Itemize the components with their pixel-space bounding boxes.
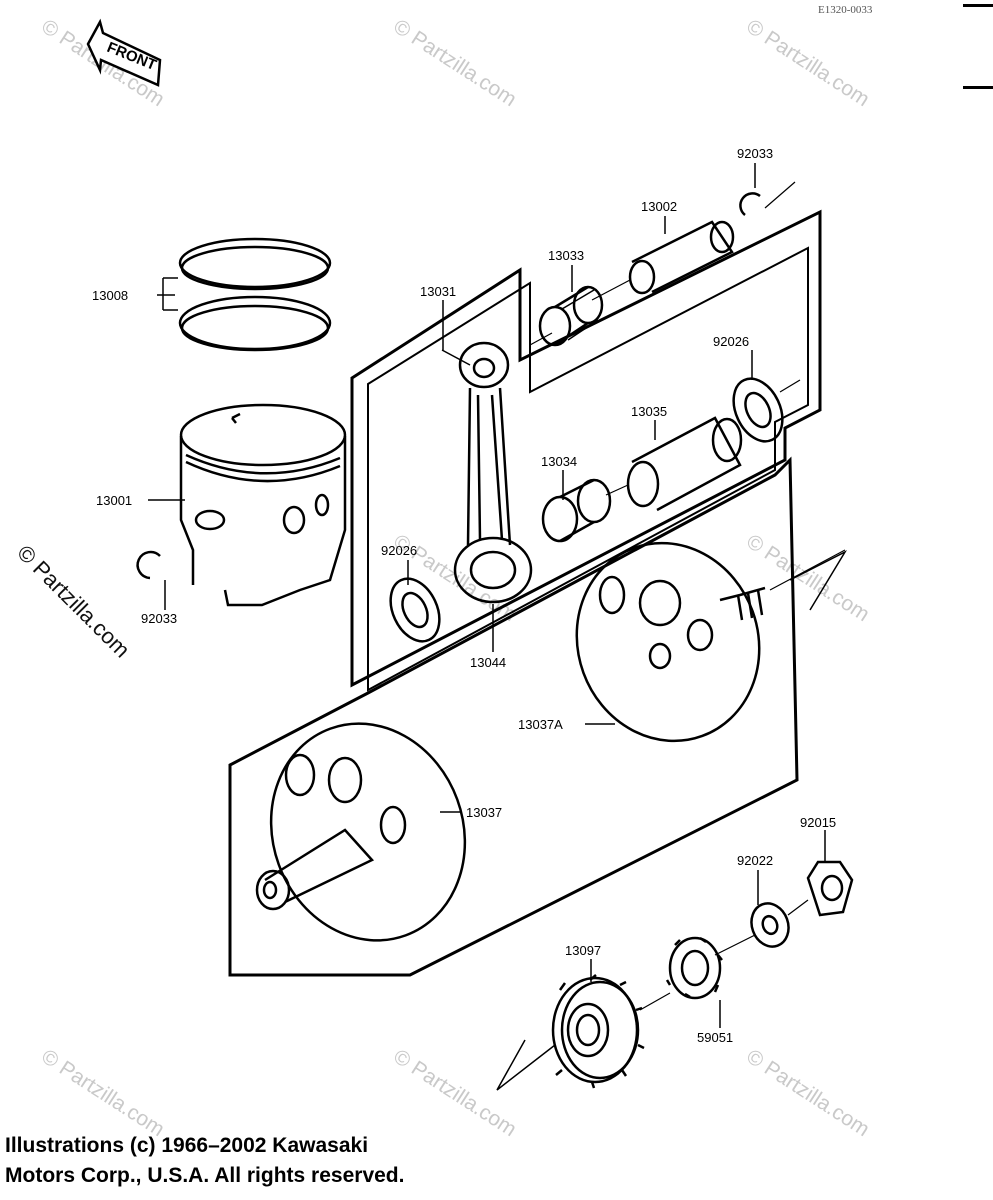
copyright-notice: Illustrations (c) 1966–2002 Kawasaki Mot…	[5, 1131, 404, 1191]
watermark: © Partzilla.com	[389, 1045, 520, 1141]
nut-icon	[806, 860, 854, 917]
copyright-line-2: Motors Corp., U.S.A. All rights reserved…	[5, 1164, 405, 1187]
part-label: 13033	[548, 248, 584, 263]
part-label: 13035	[631, 404, 667, 419]
part-label: 13031	[420, 284, 456, 299]
piston-rings-icon	[178, 237, 332, 352]
axis-arrow	[496, 1039, 556, 1091]
conrod-group-inner-outline	[367, 246, 809, 692]
part-label: 92015	[800, 815, 836, 830]
axis-line	[787, 899, 809, 916]
part-label: 92033	[737, 146, 773, 161]
watermark: © Partzilla.com	[389, 15, 520, 111]
axis-line	[764, 181, 796, 209]
part-label: 13034	[541, 454, 577, 469]
flywheel-right-icon	[575, 541, 766, 743]
part-label: 13002	[641, 199, 677, 214]
axis-arrow	[789, 550, 847, 611]
conrod-group-outline	[350, 209, 822, 688]
sprocket-icon	[665, 936, 723, 1000]
part-label: 13037	[466, 805, 502, 820]
axis-line	[639, 992, 671, 1011]
part-label: 13001	[96, 493, 132, 508]
leader-lines	[148, 163, 826, 1028]
flywheel-left-icon	[255, 722, 467, 942]
part-label: 13044	[470, 655, 506, 670]
watermark: © Partzilla.com	[37, 1045, 168, 1141]
part-label: 13008	[92, 288, 128, 303]
part-label: 92026	[381, 543, 417, 558]
copyright-line-1: Illustrations (c) 1966–2002 Kawasaki	[5, 1134, 369, 1157]
circlip-icon	[739, 192, 761, 216]
piston-icon	[179, 403, 347, 607]
connecting-rod-icon	[453, 341, 533, 604]
part-label: 13037A	[518, 717, 563, 732]
circlip-icon	[136, 550, 161, 580]
part-label: 92033	[141, 611, 177, 626]
axis-line	[714, 934, 756, 956]
edge-mark-mid	[963, 86, 993, 89]
needle-bearing-icon	[541, 478, 612, 543]
needle-bearing-icon	[538, 285, 604, 347]
crank-group-outline	[228, 456, 799, 977]
thrust-washer-icon	[389, 377, 784, 643]
axis-line	[529, 332, 553, 346]
part-label: 13097	[565, 943, 601, 958]
axis-line	[591, 279, 631, 301]
part-label: 59051	[697, 1030, 733, 1045]
part-label: 92022	[737, 853, 773, 868]
crank-pin-icon	[626, 416, 743, 512]
piston-pin-icon	[628, 220, 735, 295]
axis-line	[769, 549, 846, 591]
gear-icon	[551, 974, 645, 1089]
watermark: © Partzilla.com	[742, 15, 873, 111]
axis-line	[779, 379, 801, 393]
edge-mark-top	[963, 4, 993, 7]
part-labels: 92033 13002 13033 13031 13008 92026 1303…	[92, 146, 836, 1045]
axis-line	[605, 484, 629, 496]
part-label: 92026	[713, 334, 749, 349]
watermark: © Partzilla.com	[742, 1045, 873, 1141]
diagram-code: E1320-0033	[818, 4, 873, 16]
washer-icon	[750, 902, 790, 948]
